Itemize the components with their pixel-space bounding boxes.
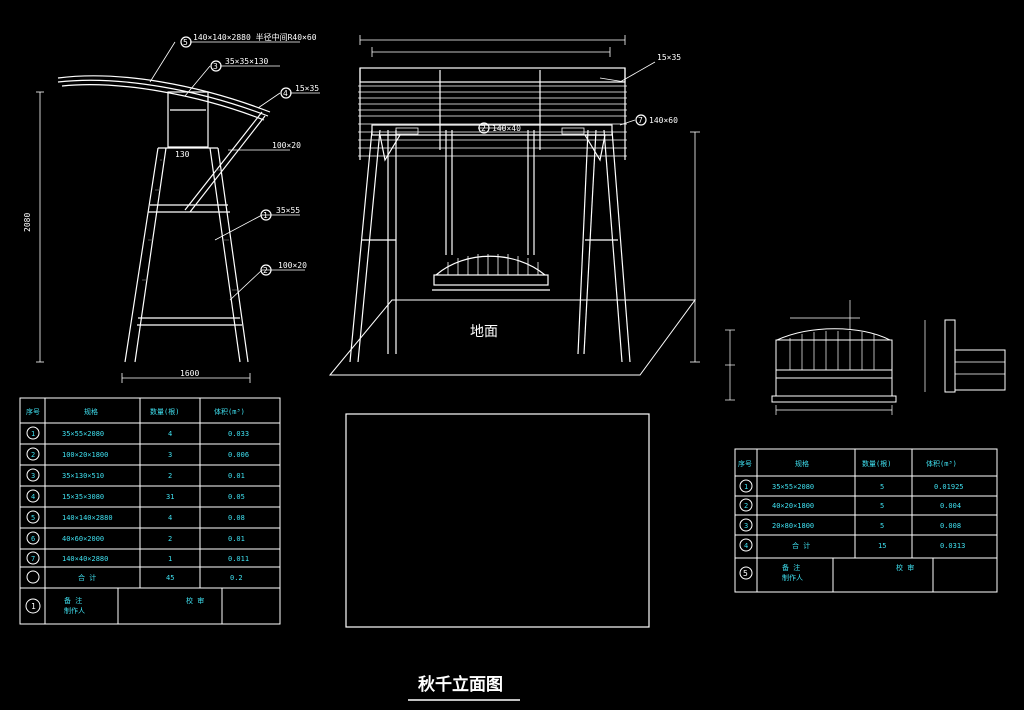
rt-total-qty: 15 bbox=[878, 542, 886, 550]
right-materials-table bbox=[734, 448, 998, 593]
lt-row-4-vol: 0.05 bbox=[228, 493, 245, 501]
lt-total-spec: 合 计 bbox=[78, 573, 96, 582]
front-view-labels: 15×35 2 140×40 7 140×60 地面 bbox=[470, 53, 681, 340]
side-callout-5-text: 140×140×2880 半径中间R40×60 bbox=[193, 32, 317, 42]
lt-row-3-spec: 35×130×510 bbox=[62, 472, 104, 480]
lt-row-2-spec: 100×20×1800 bbox=[62, 451, 108, 459]
lt-row-6-spec: 40×60×2000 bbox=[62, 535, 104, 543]
rt-row-4-no: 4 bbox=[744, 542, 748, 550]
rt-row-2-spec: 40×20×1800 bbox=[772, 502, 814, 510]
drawing-title-block: 秋千立面图 bbox=[408, 674, 520, 701]
side-callout-3-no: 3 bbox=[213, 62, 218, 71]
lt-row-6-qty: 2 bbox=[168, 535, 172, 543]
lt-header-spec: 规格 bbox=[84, 407, 98, 416]
front-callout-7-text: 140×60 bbox=[649, 116, 678, 125]
rt-row-3-qty: 5 bbox=[880, 522, 884, 530]
side-callout-4-no: 4 bbox=[283, 89, 288, 98]
rt-row-1-spec: 35×55×2080 bbox=[772, 483, 814, 491]
rt-row-3-vol: 0.008 bbox=[940, 522, 961, 530]
rt-header-spec: 规格 bbox=[795, 459, 809, 468]
lt-row-1-spec: 35×55×2080 bbox=[62, 430, 104, 438]
rt-total-spec: 合 计 bbox=[792, 541, 810, 550]
side-view: 2080 1600 bbox=[23, 36, 320, 383]
ground-label: 地面 bbox=[470, 324, 498, 340]
rt-row-2-vol: 0.004 bbox=[940, 502, 961, 510]
lt-row-4-no: 4 bbox=[31, 493, 35, 501]
lt-row-5-spec: 140×140×2880 bbox=[62, 514, 113, 522]
side-small-label: 130 bbox=[175, 150, 190, 159]
lt-row-3-qty: 2 bbox=[168, 472, 172, 480]
svg-text:1600: 1600 bbox=[180, 369, 199, 378]
lt-row-5-no: 5 bbox=[31, 514, 35, 522]
rt-footer-left: 备 注制作人 bbox=[782, 563, 803, 582]
lt-total-vol: 0.2 bbox=[230, 574, 243, 582]
lt-row-2-vol: 0.006 bbox=[228, 451, 249, 459]
left-materials-table bbox=[19, 397, 281, 625]
lt-row-5-qty: 4 bbox=[168, 514, 172, 522]
side-callout-1-text: 35×55 bbox=[276, 206, 300, 215]
rt-total-vol: 0.0313 bbox=[940, 542, 965, 550]
side-callout-brace-text: 100×20 bbox=[272, 141, 301, 150]
lt-row-2-no: 2 bbox=[31, 451, 35, 459]
side-callout-2-no: 2 bbox=[263, 266, 268, 275]
lt-header-qty: 数量(根) bbox=[150, 407, 179, 416]
seat-detail-view bbox=[725, 300, 1006, 415]
lt-row-3-no: 3 bbox=[31, 472, 35, 480]
rt-footer-mid: 校 审 bbox=[896, 563, 914, 572]
lt-row-4-qty: 31 bbox=[166, 493, 174, 501]
svg-text:2080: 2080 bbox=[23, 213, 32, 232]
rt-footer-no: 5 bbox=[743, 569, 748, 578]
rt-header-vol: 体积(m³) bbox=[926, 459, 957, 468]
lt-row-7-vol: 0.011 bbox=[228, 555, 249, 563]
lt-row-7-no: 7 bbox=[31, 555, 35, 563]
lt-row-1-no: 1 bbox=[31, 430, 35, 438]
side-callout-2-text: 100×20 bbox=[278, 261, 307, 270]
rt-header-no: 序号 bbox=[738, 459, 752, 468]
drawing-title: 秋千立面图 bbox=[418, 674, 503, 695]
front-callout-2-text: 140×40 bbox=[492, 124, 521, 133]
rt-row-1-qty: 5 bbox=[880, 483, 884, 491]
lt-row-1-qty: 4 bbox=[168, 430, 172, 438]
rt-header-qty: 数量(根) bbox=[862, 459, 891, 468]
lt-header-vol: 体积(m³) bbox=[214, 407, 245, 416]
side-callout-3-text: 35×35×130 bbox=[225, 57, 269, 66]
right-table-text: 序号 规格 数量(根) 体积(m³) 1 35×55×2080 5 0.0192… bbox=[738, 459, 965, 582]
rt-row-1-vol: 0.01925 bbox=[934, 483, 964, 491]
lt-row-5-vol: 0.08 bbox=[228, 514, 245, 522]
lt-header-no: 序号 bbox=[26, 407, 40, 416]
front-callout-2-no: 2 bbox=[481, 124, 486, 133]
lt-row-3-vol: 0.01 bbox=[228, 472, 245, 480]
lt-row-7-spec: 140×40×2880 bbox=[62, 555, 108, 563]
lt-footer-no: 1 bbox=[31, 602, 36, 611]
rt-row-2-no: 2 bbox=[744, 502, 748, 510]
side-callout-1-no: 1 bbox=[263, 211, 268, 220]
lt-row-2-qty: 3 bbox=[168, 451, 172, 459]
title-block-frame bbox=[345, 413, 650, 628]
rt-row-1-no: 1 bbox=[744, 483, 748, 491]
front-callout-7-no: 7 bbox=[638, 116, 643, 125]
left-table-text: 序号 规格 数量(根) 体积(m³) 1 35×55×2080 4 0.033 … bbox=[26, 407, 249, 615]
lt-row-7-qty: 1 bbox=[168, 555, 172, 563]
side-view-labels: 5 140×140×2880 半径中间R40×60 3 35×35×130 4 … bbox=[175, 32, 319, 275]
lt-footer-left: 备 注制作人 bbox=[64, 596, 85, 615]
lt-row-6-vol: 0.01 bbox=[228, 535, 245, 543]
lt-row-1-vol: 0.033 bbox=[228, 430, 249, 438]
lt-row-4-spec: 15×35×3080 bbox=[62, 493, 104, 501]
side-callout-4-text: 15×35 bbox=[295, 84, 319, 93]
front-view bbox=[328, 35, 700, 376]
lt-row-6-no: 6 bbox=[31, 535, 35, 543]
rt-row-3-no: 3 bbox=[744, 522, 748, 530]
rt-row-2-qty: 5 bbox=[880, 502, 884, 510]
rt-row-3-spec: 20×80×1800 bbox=[772, 522, 814, 530]
lt-footer-mid: 校 审 bbox=[186, 596, 204, 605]
lt-total-qty: 45 bbox=[166, 574, 174, 582]
front-callout-roof-text: 15×35 bbox=[657, 53, 681, 62]
side-callout-5-no: 5 bbox=[183, 38, 188, 47]
